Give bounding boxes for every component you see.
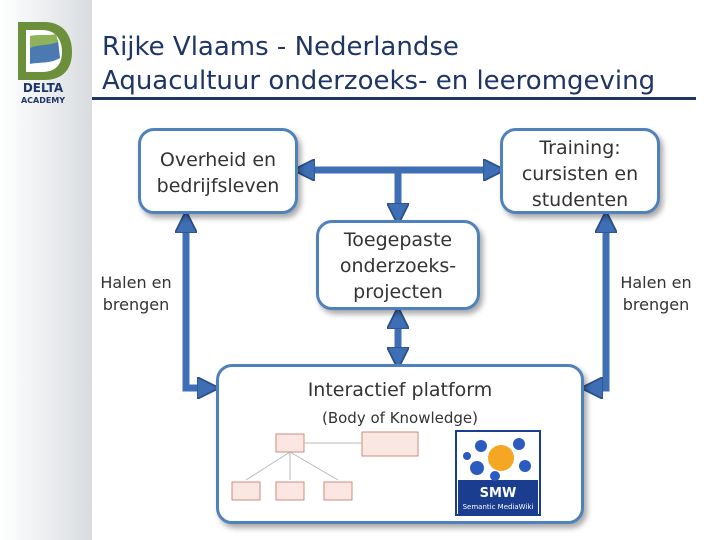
title-line-2: Aquacultuur onderzoeks- en leeromgeving	[102, 66, 656, 96]
svg-text:DELTA: DELTA	[23, 81, 64, 95]
training-label: Training: cursisten en studenten	[521, 137, 639, 211]
semantic-mediawiki-logo	[455, 430, 541, 516]
smw-caption: Semantic MediaWiki	[462, 503, 534, 511]
title-line-1: Rijke Vlaams - Nederlandse	[102, 32, 459, 62]
platform-title: Interactief platform	[307, 379, 493, 401]
smw-name: SMW	[479, 486, 517, 501]
svg-text:ACADEMY: ACADEMY	[21, 96, 65, 105]
arrow-right-training-platform	[592, 222, 606, 388]
left-side-label: Halen en brengen	[100, 273, 172, 314]
right-side-label: Halen en brengen	[620, 273, 692, 314]
page-title: Rijke Vlaams - Nederlandse Aquacultuur o…	[102, 30, 702, 98]
government-label: Overheid en bedrijfsleven	[156, 149, 280, 197]
platform-subtitle: (Body of Knowledge)	[321, 409, 479, 427]
government-box: Overheid en bedrijfsleven	[138, 128, 298, 214]
training-box: Training: cursisten en studenten	[500, 128, 660, 214]
left-decor-bar	[0, 0, 92, 540]
projects-box: Toegepaste onderzoeks-projecten	[316, 220, 480, 310]
projects-label: Toegepaste onderzoeks-projecten	[339, 229, 457, 303]
knowledge-graph-thumbnail	[231, 431, 419, 501]
arrow-left-government-platform	[186, 222, 208, 388]
delta-academy-logo: DELTA ACADEMY	[18, 22, 72, 105]
title-underline	[92, 97, 696, 100]
